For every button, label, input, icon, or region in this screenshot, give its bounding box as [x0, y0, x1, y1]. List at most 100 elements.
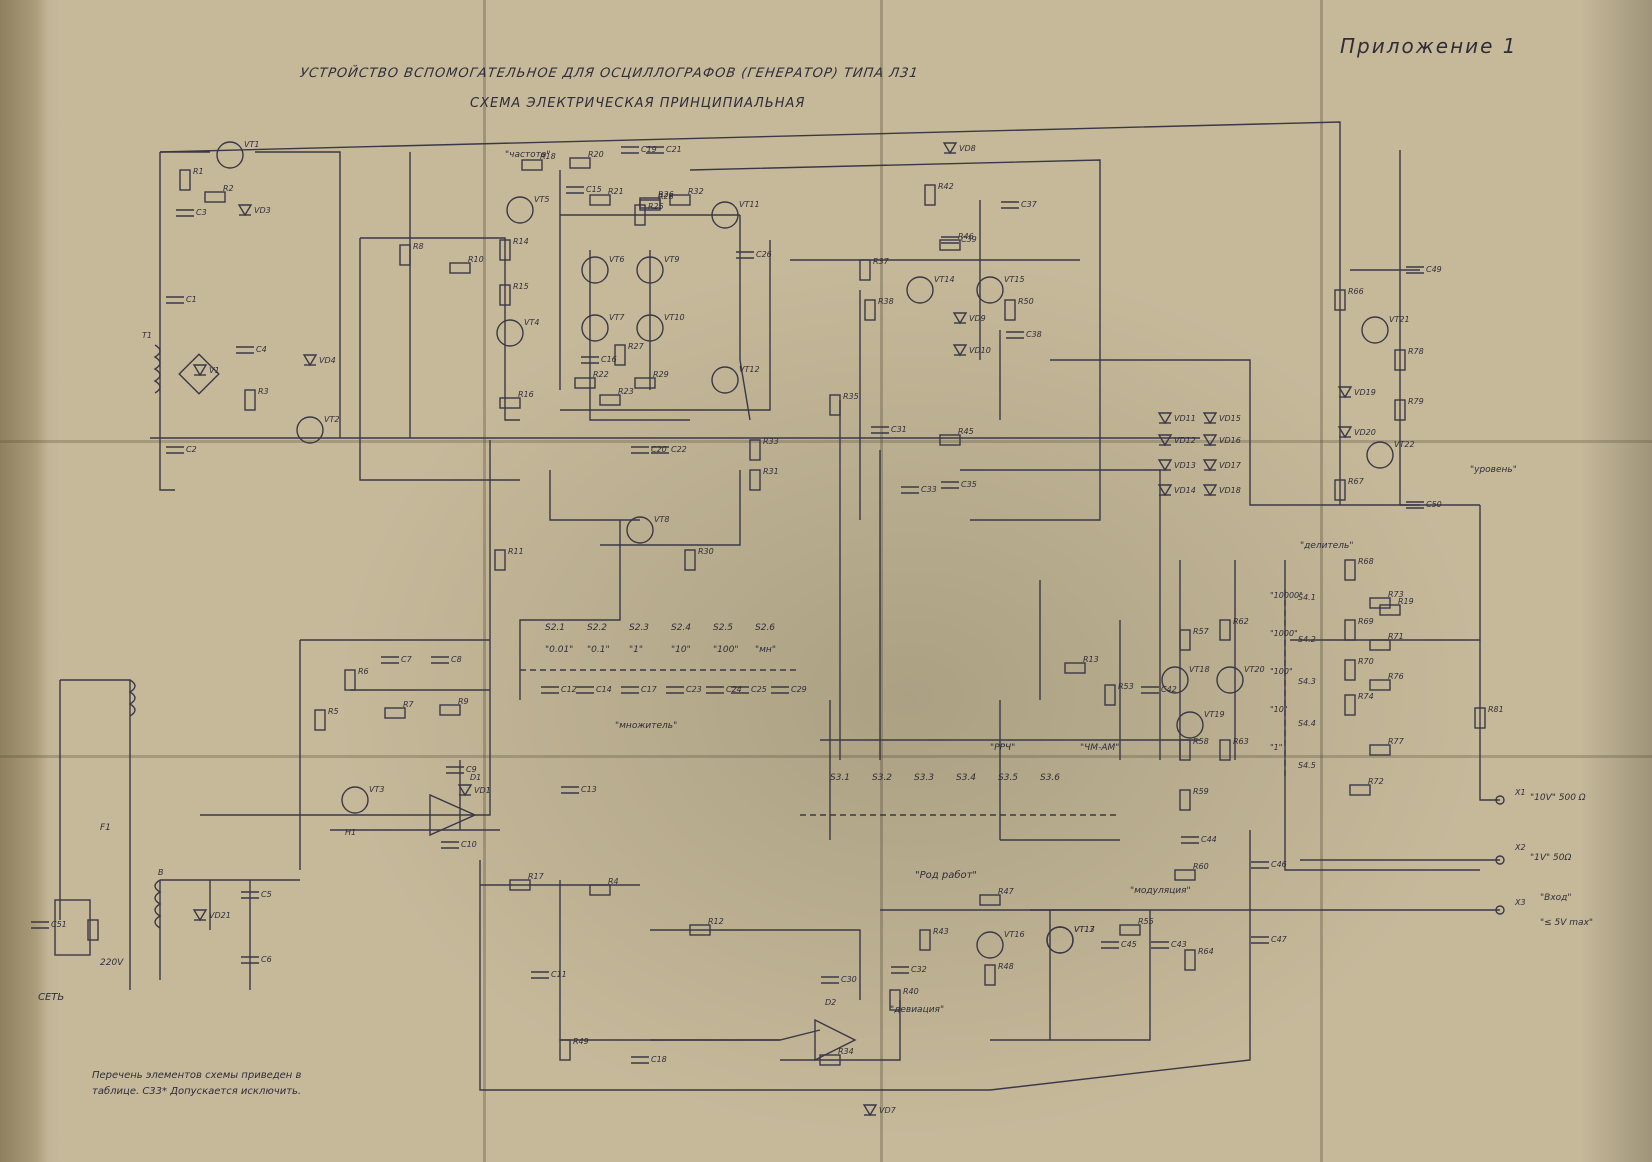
resistor-r73 — [1369, 597, 1391, 609]
transistor-vt21 — [1361, 316, 1389, 344]
connector-x3 — [1495, 905, 1505, 915]
component-labels: VT1VT2VT3VT4VT5VT6VT7VT8VT9VT10VT11VT12V… — [38, 140, 1593, 1115]
resistor-label-r22: R22 — [593, 370, 609, 379]
multiplier-switch-label: S2.2 — [587, 623, 607, 633]
diode-label-vd7: VD7 — [879, 1106, 897, 1115]
multiplier-switch-label: S2.1 — [545, 623, 565, 633]
diode-vd20 — [1337, 426, 1353, 439]
capacitor-label-c51: C51 — [51, 920, 67, 929]
wire — [989, 830, 1251, 1091]
multiplier-label: "множитель" — [615, 721, 677, 731]
wire — [255, 151, 341, 438]
capacitor-label-c14: C14 — [596, 685, 612, 694]
resistor-label-r79: R79 — [1408, 397, 1424, 406]
transistor-vt15 — [976, 276, 1004, 304]
resistor-r48 — [984, 964, 996, 986]
transistor-label-vt7: VT7 — [609, 313, 625, 322]
resistor-label-r1: R1 — [193, 167, 204, 176]
transistor-label-vt19: VT19 — [1204, 710, 1225, 719]
output-1-label: "10V" 500 Ω — [1530, 793, 1586, 803]
resistor-label-r77: R77 — [1388, 737, 1405, 746]
resistor-label-r34: R34 — [838, 1047, 854, 1056]
capacitor-label-c49: C49 — [1426, 265, 1442, 274]
resistor-label-r58: R58 — [1193, 737, 1209, 746]
diode-label-vd16: VD16 — [1219, 436, 1241, 445]
wire — [1290, 505, 1481, 641]
wire — [479, 860, 990, 1091]
resistor-label-r3: R3 — [258, 387, 269, 396]
resistor-label-r66: R66 — [1348, 287, 1364, 296]
capacitor-label-c50: C50 — [1426, 500, 1442, 509]
rrch-label: "РРЧ" — [990, 743, 1015, 753]
diode-vd21 — [192, 909, 208, 922]
output-2-label: "1V" 50Ω — [1530, 853, 1571, 863]
diode-label-vd8: VD8 — [959, 144, 976, 153]
mode-switch-label: S3.4 — [956, 773, 976, 783]
transistor-vt4 — [496, 319, 524, 347]
resistor-r28 — [639, 199, 661, 211]
resistor-label-r63: R63 — [1233, 737, 1249, 746]
diode-label-vd11: VD11 — [1174, 414, 1196, 423]
transistor-vt7 — [581, 314, 609, 342]
diode-vd12 — [1157, 434, 1173, 447]
transistor-vt14 — [906, 276, 934, 304]
resistor-r43 — [919, 929, 931, 951]
resistor-label-r30: R30 — [698, 547, 714, 556]
transistor-vt2 — [296, 416, 324, 444]
resistor-r37 — [859, 259, 871, 281]
resistor-r69 — [1344, 619, 1356, 641]
mode-switch-label: S3.1 — [830, 773, 850, 783]
wire — [589, 250, 690, 421]
resistor-label-r14: R14 — [513, 237, 529, 246]
divider-label: "делитель" — [1300, 541, 1353, 551]
resistor-label-r53: R53 — [1118, 682, 1134, 691]
modulation-label: "модуляция" — [1130, 886, 1191, 896]
resistor-label-r9: R9 — [458, 697, 469, 706]
resistor-r40 — [889, 989, 901, 1011]
diode-vd9 — [952, 312, 968, 325]
resistor-r45 — [939, 434, 961, 446]
capacitor-label-c3: C3 — [196, 208, 207, 217]
resistor-label-r72: R72 — [1368, 777, 1384, 786]
capacitor-label-c24: C24 — [726, 685, 742, 694]
resistor-label-r2: R2 — [223, 184, 234, 193]
wire — [559, 880, 780, 1041]
transistor-vt10 — [636, 314, 664, 342]
fuse-f1 — [87, 919, 99, 941]
capacitor-label-c30: C30 — [841, 975, 857, 984]
resistor-r63 — [1219, 739, 1231, 761]
transformer-winding — [128, 679, 136, 717]
divider-step-label: "1000" — [1270, 629, 1298, 638]
resistor-r30 — [684, 549, 696, 571]
resistor-label-r42: R42 — [938, 182, 954, 191]
diode-label-vd12: VD12 — [1174, 436, 1196, 445]
resistor-label-r12: R12 — [708, 917, 724, 926]
wires — [59, 121, 1500, 1091]
resistor-r74 — [1344, 694, 1356, 716]
resistor-r50 — [1004, 299, 1016, 321]
resistor-r42 — [924, 184, 936, 206]
resistor-label-r46: R46 — [958, 232, 974, 241]
resistor-r47 — [979, 894, 1001, 906]
wire — [650, 1029, 821, 1041]
capacitor-label-c6: C6 — [261, 955, 272, 964]
transistor-label-vt11: VT11 — [739, 200, 760, 209]
resistor-r8 — [399, 244, 411, 266]
wire — [504, 290, 520, 421]
resistor-label-r23: R23 — [618, 387, 634, 396]
deviation-label: "девиация" — [890, 1005, 944, 1015]
resistor-r22 — [574, 377, 596, 389]
diode-vd11 — [1157, 412, 1173, 425]
capacitor-label-c15: C15 — [586, 185, 602, 194]
diode-label-vd20: VD20 — [1354, 428, 1376, 437]
resistor-label-r62: R62 — [1233, 617, 1249, 626]
capacitor-label-c8: C8 — [451, 655, 462, 664]
capacitor-label-c20: C20 — [651, 445, 667, 454]
resistor-label-r28: R28 — [658, 192, 674, 201]
resistor-r13 — [1064, 662, 1086, 674]
transistor-label-vt8: VT8 — [654, 515, 669, 524]
resistor-r58 — [1179, 739, 1191, 761]
capacitor-label-c10: C10 — [461, 840, 477, 849]
transistor-vt20 — [1216, 666, 1244, 694]
